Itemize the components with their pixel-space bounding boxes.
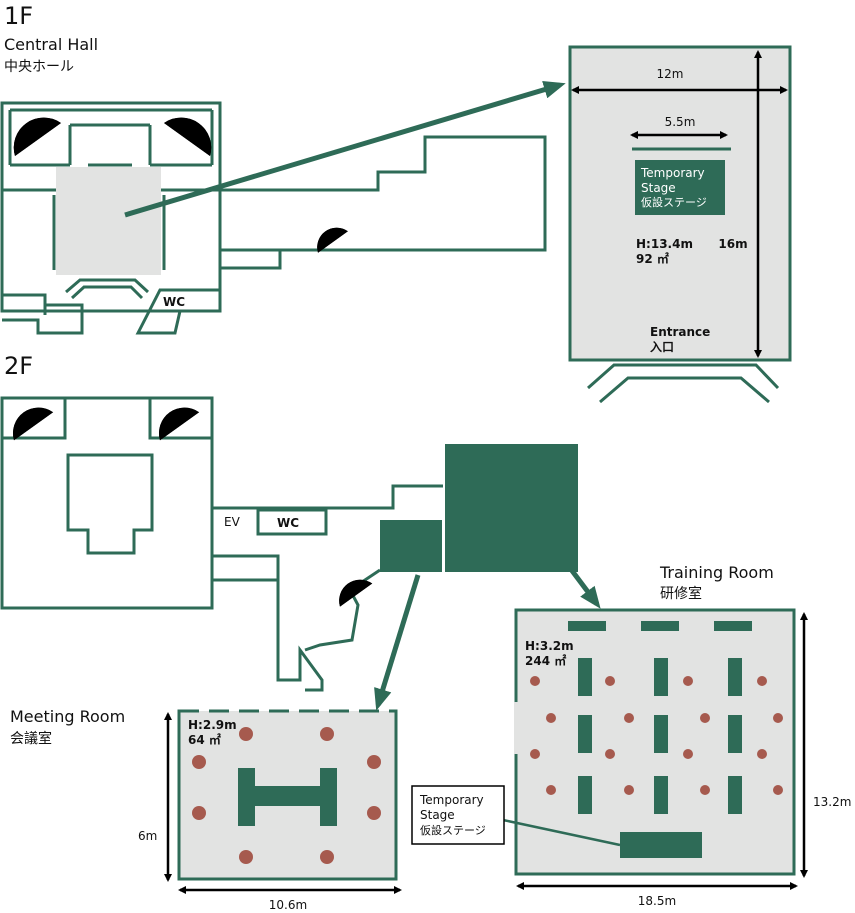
- training-stage-title-ja: 仮設ステージ: [420, 823, 486, 837]
- entrance-label-en: Entrance: [650, 325, 710, 339]
- stage-width-label: 5.5m: [665, 115, 696, 129]
- stage-title-line2: Stage: [641, 181, 676, 195]
- stair-icon: [9, 117, 67, 158]
- meeting-room-callout-arrow: [374, 574, 421, 711]
- training-room: Training Room 研修室 Temporary Stage 仮設ステージ…: [411, 563, 851, 908]
- central-hall-floor: [56, 167, 161, 275]
- floor1-label: 1F: [4, 2, 33, 30]
- training-width-label: 18.5m: [638, 894, 676, 908]
- meeting-depth-label: 6m: [138, 829, 157, 843]
- central-hall-detail: 12m 16m 5.5m Temporary Stage 仮設ステージ H:13…: [568, 45, 792, 404]
- floor2-wc-label: WC: [277, 516, 299, 530]
- hall-area: 92 ㎡: [636, 251, 669, 266]
- training-room-seats: [530, 676, 783, 795]
- hall-width-label: 12m: [657, 67, 684, 81]
- training-stage-callout: [411, 785, 505, 845]
- meeting-room-height: H:2.9m: [188, 718, 237, 732]
- central-hall-callout-arrow: [124, 80, 566, 218]
- meeting-room-name-ja: 会議室: [10, 730, 52, 747]
- floor2-label: 2F: [4, 352, 33, 380]
- training-depth-label: 13.2m: [813, 795, 851, 809]
- training-room-area: 244 ㎡: [525, 653, 566, 668]
- hall-height: H:13.4m: [636, 237, 693, 251]
- training-room-height: H:3.2m: [525, 639, 574, 653]
- meeting-room-area: 64 ㎡: [188, 732, 221, 747]
- entrance-label-ja: 入口: [650, 340, 674, 354]
- training-temporary-stage: [620, 832, 702, 858]
- temporary-stage: [635, 160, 725, 215]
- meeting-room: Meeting Room 会議室 H:2.9m 64 ㎡ 6m 10.6m: [10, 707, 402, 912]
- meeting-room-block: [380, 520, 442, 572]
- training-stage-title-line1: Temporary: [419, 793, 484, 807]
- hall-length-label: 16m: [718, 237, 747, 251]
- training-stage-title-line2: Stage: [420, 808, 455, 822]
- training-room-name-en: Training Room: [659, 563, 774, 582]
- floor2-plan: EV WC: [0, 396, 601, 711]
- elevator-label: EV: [224, 515, 241, 529]
- training-room-name-ja: 研修室: [660, 585, 702, 602]
- floor1-plan: WC: [0, 80, 566, 335]
- floor1-wc-label: WC: [163, 295, 185, 309]
- training-room-callout-arrow: [568, 566, 601, 609]
- stage-title-ja: 仮設ステージ: [641, 195, 707, 209]
- meeting-room-seats: [192, 727, 381, 864]
- meeting-room-name-en: Meeting Room: [10, 707, 125, 726]
- stair-icon: [158, 117, 216, 158]
- stage-title-line1: Temporary: [640, 166, 705, 180]
- training-room-block: [445, 444, 578, 572]
- central-hall-name-ja: 中央ホール: [4, 59, 74, 75]
- meeting-width-label: 10.6m: [269, 898, 307, 912]
- central-hall-name-en: Central Hall: [4, 35, 98, 54]
- meeting-table: [238, 768, 337, 826]
